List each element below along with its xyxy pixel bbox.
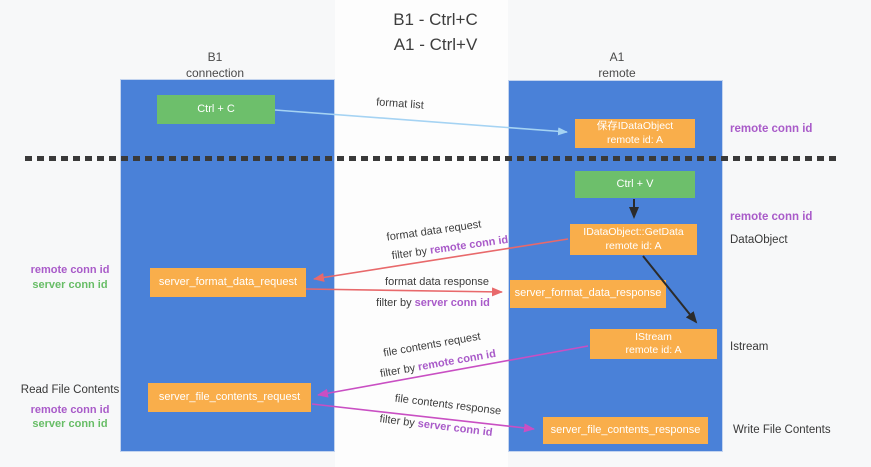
session-divider-dashed-line — [25, 156, 838, 161]
left2-remote-conn-id: remote conn id — [30, 403, 110, 416]
save-dataobject-line2: remote id: A — [606, 133, 664, 146]
server-format-data-response-box: server_format_data_response — [510, 280, 666, 308]
left-column-role: connection — [185, 65, 245, 80]
format-data-response-label: format data response — [385, 276, 489, 288]
left-conn-id-block-2: Read File Contents remote conn id server… — [14, 383, 126, 432]
title-line-2: A1 - Ctrl+V — [393, 34, 478, 54]
left-column-name: B1 — [207, 50, 223, 64]
getdata-line1: IDataObject::GetData — [583, 226, 684, 239]
left1-server-conn-id: server conn id — [32, 278, 108, 291]
title-line-1: B1 - Ctrl+C — [393, 10, 478, 29]
istream-box: IStream remote id: A — [590, 329, 717, 359]
right-column-name: A1 — [609, 50, 625, 64]
server-format-data-request-box: server_format_data_request — [150, 268, 306, 297]
server-file-contents-response-box: server_file_contents_response — [543, 417, 708, 444]
server-file-contents-request-box: server_file_contents_request — [148, 383, 311, 412]
left-conn-id-block-1: remote conn id server conn id — [18, 263, 122, 293]
istream-label: Istream — [730, 341, 769, 353]
save-dataobject-box: 保存IDataObject remote id: A — [575, 119, 695, 148]
server-file-contents-response-label: server_file_contents_response — [550, 423, 701, 436]
server-format-data-response-label: server_format_data_response — [514, 287, 662, 300]
remote-conn-id-label-top: remote conn id — [730, 123, 813, 135]
left1-remote-conn-id: remote conn id — [30, 264, 110, 276]
right-column-header: A1 remote — [557, 50, 677, 81]
left2-server-conn-id: server conn id — [32, 418, 108, 431]
diagram-title: B1 - Ctrl+C A1 - Ctrl+V — [0, 8, 871, 57]
server-file-contents-request-label: server_file_contents_request — [158, 390, 301, 403]
filter-key-server-conn-id: server conn id — [414, 297, 490, 309]
dataobject-label: DataObject — [730, 234, 788, 246]
ctrl-c-label: Ctrl + C — [197, 102, 235, 115]
write-file-contents-label: Write File Contents — [733, 424, 831, 436]
format-data-response-filter: filter by server conn id — [376, 297, 490, 309]
left-column-header: B1 connection — [155, 50, 275, 81]
read-file-contents-label: Read File Contents — [20, 384, 120, 396]
getdata-box: IDataObject::GetData remote id: A — [570, 224, 697, 255]
remote-conn-id-label-mid: remote conn id — [730, 211, 813, 223]
getdata-line2: remote id: A — [605, 239, 662, 252]
ctrl-c-box: Ctrl + C — [157, 95, 275, 124]
istream-line2: remote id: A — [625, 344, 682, 356]
filter-prefix: filter by — [376, 297, 415, 309]
server-format-data-request-label: server_format_data_request — [158, 275, 298, 288]
save-dataobject-line1: 保存IDataObject — [596, 120, 674, 133]
ctrl-v-label: Ctrl + V — [616, 177, 654, 190]
ctrl-v-box: Ctrl + V — [575, 171, 695, 198]
right-column-role: remote — [598, 65, 636, 80]
istream-line1: IStream — [635, 330, 672, 343]
